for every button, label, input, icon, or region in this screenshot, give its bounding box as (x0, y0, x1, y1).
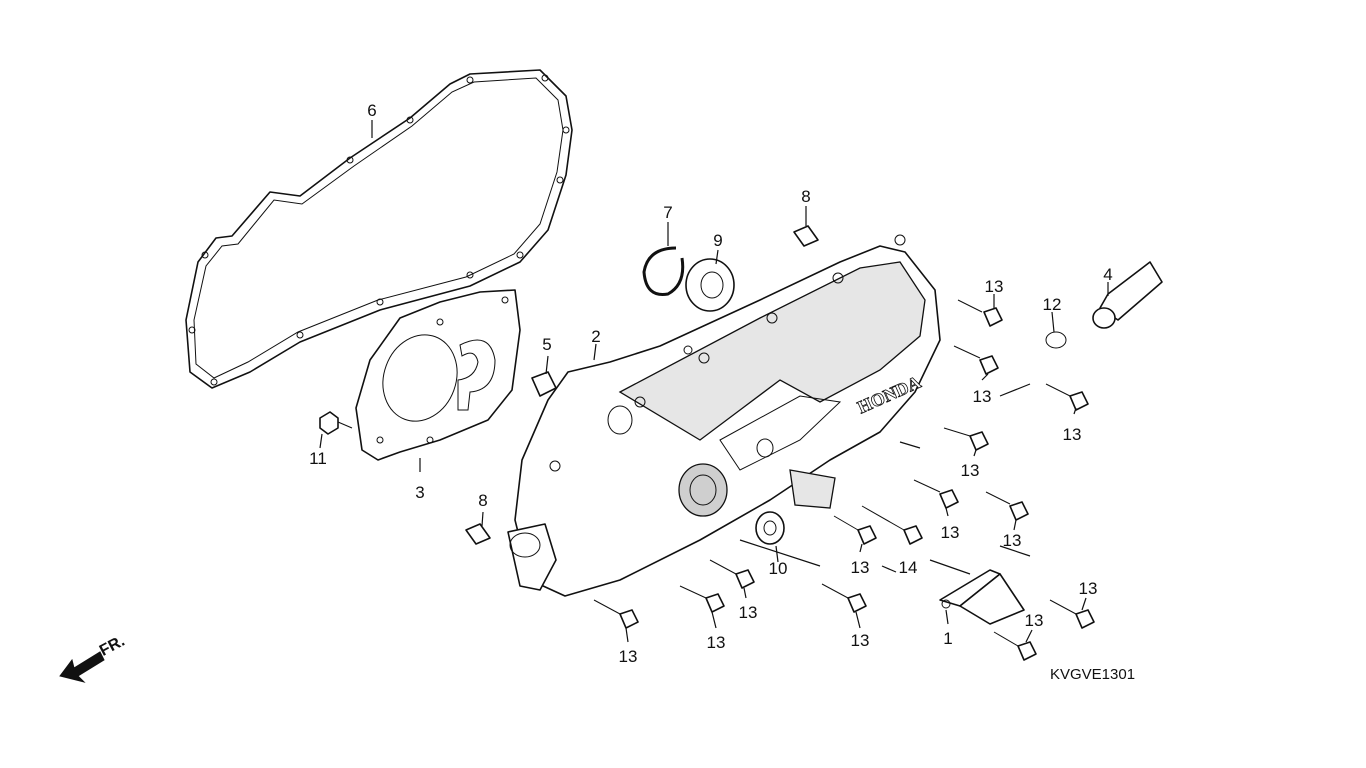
diagram-code: KVGVE1301 (1050, 666, 1135, 683)
gasket-part (185, 69, 573, 389)
callout-13: 13 (739, 603, 758, 622)
plate-part (355, 289, 521, 461)
callout-14: 14 (899, 558, 918, 577)
callout-13: 13 (1079, 579, 1098, 598)
arrow-icon (59, 651, 105, 683)
callout-13: 13 (1003, 531, 1022, 550)
callout-7: 7 (663, 203, 672, 222)
callout-13: 13 (961, 461, 980, 480)
clip-part (1045, 331, 1067, 349)
callout-5: 5 (542, 335, 551, 354)
callout-13: 13 (851, 631, 870, 650)
callout-2: 2 (591, 327, 600, 346)
callout-labels: 6 3 11 5 2 7 9 8 8 4 12 10 1 14 13 13 13… (309, 101, 1113, 666)
collar-part (531, 371, 557, 397)
snap-ring-part (642, 246, 685, 297)
callout-1: 1 (943, 629, 952, 648)
callout-12: 12 (1043, 295, 1062, 314)
callout-3: 3 (415, 483, 424, 502)
callout-13: 13 (1025, 611, 1044, 630)
callout-10: 10 (769, 559, 788, 578)
bearing-part (685, 258, 735, 312)
callout-8-lower: 8 (478, 491, 487, 510)
leader-lines (319, 120, 1109, 643)
callout-8-upper: 8 (801, 187, 810, 206)
callout-11: 11 (309, 449, 327, 468)
callout-9: 9 (713, 231, 722, 250)
callout-13: 13 (707, 633, 726, 652)
callout-13: 13 (973, 387, 992, 406)
callout-13: 13 (1063, 425, 1082, 444)
seal-part (755, 511, 785, 545)
dowel-pin-lower (465, 523, 491, 545)
callout-13: 13 (851, 558, 870, 577)
dowel-pin-upper (793, 225, 819, 247)
callout-4: 4 (1103, 265, 1112, 284)
callout-6: 6 (367, 101, 376, 120)
screw-part (319, 411, 353, 435)
front-direction-indicator: FR. (59, 633, 128, 683)
callout-13: 13 (985, 277, 1004, 296)
bolt-set (593, 299, 1095, 661)
duct-part (1092, 261, 1163, 329)
callout-13: 13 (941, 523, 960, 542)
callout-13: 13 (619, 647, 638, 666)
bracket-part (939, 569, 1025, 625)
